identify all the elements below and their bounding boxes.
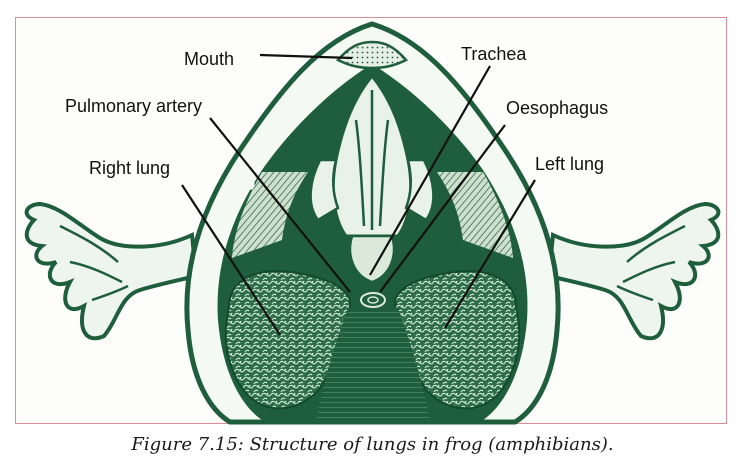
right-tissue bbox=[232, 172, 308, 258]
label-trachea: Trachea bbox=[461, 44, 527, 64]
figure-caption: Figure 7.15: Structure of lungs in frog … bbox=[131, 434, 614, 455]
leader-lines bbox=[181, 53, 536, 336]
striated-region bbox=[316, 308, 430, 420]
pulmonary-artery-leader bbox=[209, 117, 351, 293]
label-right-lung: Right lung bbox=[89, 158, 171, 178]
label-left-lung: Left lung bbox=[535, 154, 605, 174]
right-lung-leader bbox=[181, 184, 281, 336]
left-lung-leader bbox=[444, 179, 536, 329]
label-oesophagus: Oesophagus bbox=[506, 98, 609, 118]
oesophagus-leader bbox=[379, 124, 506, 293]
right-forelimb bbox=[24, 201, 199, 341]
mouth-region bbox=[336, 40, 408, 70]
trachea-leader bbox=[369, 65, 491, 276]
mouth-leader bbox=[259, 53, 353, 60]
left-forelimb bbox=[546, 201, 721, 341]
left-tissue bbox=[437, 172, 513, 258]
label-pulmonary-artery: Pulmonary artery bbox=[65, 96, 203, 116]
label-mouth: Mouth bbox=[184, 49, 235, 69]
